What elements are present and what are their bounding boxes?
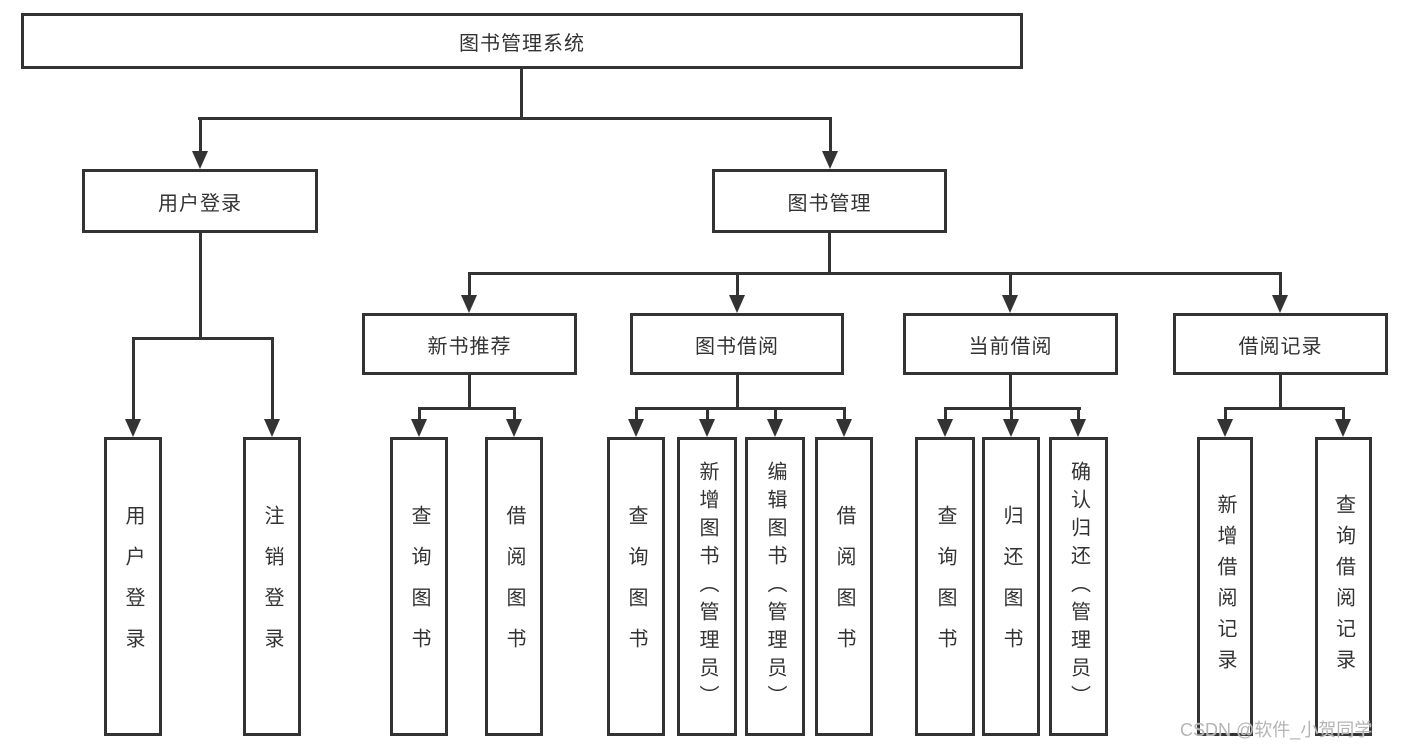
node-label: 用户登录 [158, 192, 242, 215]
arrowhead-icon [1217, 419, 1233, 437]
leaf-label: 归还图书 [1000, 504, 1022, 669]
edge-line [944, 407, 947, 419]
edge-line [132, 337, 274, 340]
arrowhead-icon [767, 419, 783, 437]
leaf-user-login: 用户登录 [104, 437, 162, 736]
edge-line [198, 117, 832, 120]
edge-line [843, 407, 846, 419]
arrowhead-icon [411, 419, 427, 437]
edge-line [1279, 272, 1282, 295]
arrowhead-icon [1272, 295, 1288, 313]
edge-line [1224, 407, 1227, 419]
leaf-label: 确认归还（管理员） [1067, 460, 1090, 713]
leaf-borrow-book-recommend: 借阅图书 [485, 437, 543, 736]
leaf-label: 新增图书（管理员） [696, 460, 718, 713]
edge-line [468, 272, 1282, 275]
edge-line [635, 407, 846, 410]
leaf-edit-book-admin: 编辑图书（管理员） [745, 437, 805, 736]
leaf-label: 注销登录 [261, 504, 283, 669]
leaf-label: 用户登录 [122, 504, 144, 669]
edge-line [468, 272, 471, 295]
edge-line [513, 407, 516, 419]
leaf-label: 新增借阅记录 [1214, 493, 1236, 680]
edge-line [520, 69, 523, 117]
arrowhead-icon [1003, 419, 1019, 437]
node-label: 图书管理 [787, 192, 872, 215]
leaf-query-book-current: 查询图书 [915, 437, 975, 736]
arrowhead-icon [937, 419, 953, 437]
leaf-query-borrow-record: 查询借阅记录 [1315, 437, 1372, 736]
edge-line [199, 233, 202, 337]
edge-line [418, 407, 516, 410]
leaf-label: 借阅图书 [503, 504, 525, 669]
leaf-label: 查询图书 [934, 504, 956, 669]
edge-line [132, 337, 135, 419]
leaf-add-book-admin: 新增图书（管理员） [677, 437, 737, 736]
edge-line [1009, 272, 1012, 295]
arrowhead-icon [461, 295, 477, 313]
edge-line [828, 233, 831, 272]
edge-line [418, 407, 421, 419]
node-library-system: 图书管理系统 [21, 13, 1023, 69]
edge-line [635, 407, 638, 419]
leaf-query-book-recommend: 查询图书 [390, 437, 448, 736]
node-user-login: 用户登录 [82, 169, 318, 233]
node-label: 借阅记录 [1238, 335, 1323, 358]
node-label: 图书管理系统 [459, 32, 585, 55]
arrowhead-icon [729, 295, 745, 313]
arrowhead-icon [264, 419, 280, 437]
csdn-watermark: CSDN @软件_小贺同学 [1180, 720, 1373, 740]
leaf-label: 编辑图书（管理员） [764, 460, 786, 713]
node-borrow-records: 借阅记录 [1173, 313, 1388, 375]
edge-line [1009, 375, 1012, 407]
arrowhead-icon [822, 151, 838, 169]
edge-line [1224, 407, 1345, 410]
edge-line [1010, 407, 1013, 419]
edge-line [1077, 407, 1080, 419]
arrowhead-icon [1002, 295, 1018, 313]
leaf-label: 查询图书 [408, 504, 430, 669]
edge-line [1279, 375, 1282, 407]
leaf-label: 查询图书 [625, 504, 647, 669]
edge-line [706, 407, 709, 419]
edge-line [829, 117, 832, 151]
node-label: 图书借阅 [695, 335, 779, 358]
arrowhead-icon [1335, 419, 1351, 437]
leaf-logout: 注销登录 [243, 437, 301, 736]
arrowhead-icon [836, 419, 852, 437]
arrowhead-icon [699, 419, 715, 437]
leaf-label: 借阅图书 [833, 504, 855, 669]
edge-line [736, 272, 739, 295]
edge-line [736, 375, 739, 407]
edge-line [1342, 407, 1345, 419]
leaf-add-borrow-record: 新增借阅记录 [1197, 437, 1253, 736]
arrowhead-icon [506, 419, 522, 437]
node-label: 新书推荐 [427, 335, 512, 358]
leaf-label: 查询借阅记录 [1332, 493, 1355, 680]
edge-line [468, 375, 471, 407]
leaf-return-book: 归还图书 [982, 437, 1040, 736]
edge-line [199, 117, 202, 151]
node-book-management: 图书管理 [712, 169, 947, 233]
arrowhead-icon [192, 151, 208, 169]
node-current-borrow: 当前借阅 [903, 313, 1118, 375]
node-label: 当前借阅 [968, 335, 1053, 358]
leaf-confirm-return-admin: 确认归还（管理员） [1049, 437, 1108, 736]
edge-line [774, 407, 777, 419]
node-book-borrow: 图书借阅 [630, 313, 844, 375]
arrowhead-icon [1070, 419, 1086, 437]
leaf-query-book-borrow: 查询图书 [607, 437, 665, 736]
leaf-borrow-book: 借阅图书 [815, 437, 873, 736]
edge-line [271, 337, 274, 419]
node-new-book-recommend: 新书推荐 [362, 313, 577, 375]
arrowhead-icon [125, 419, 141, 437]
arrowhead-icon [628, 419, 644, 437]
